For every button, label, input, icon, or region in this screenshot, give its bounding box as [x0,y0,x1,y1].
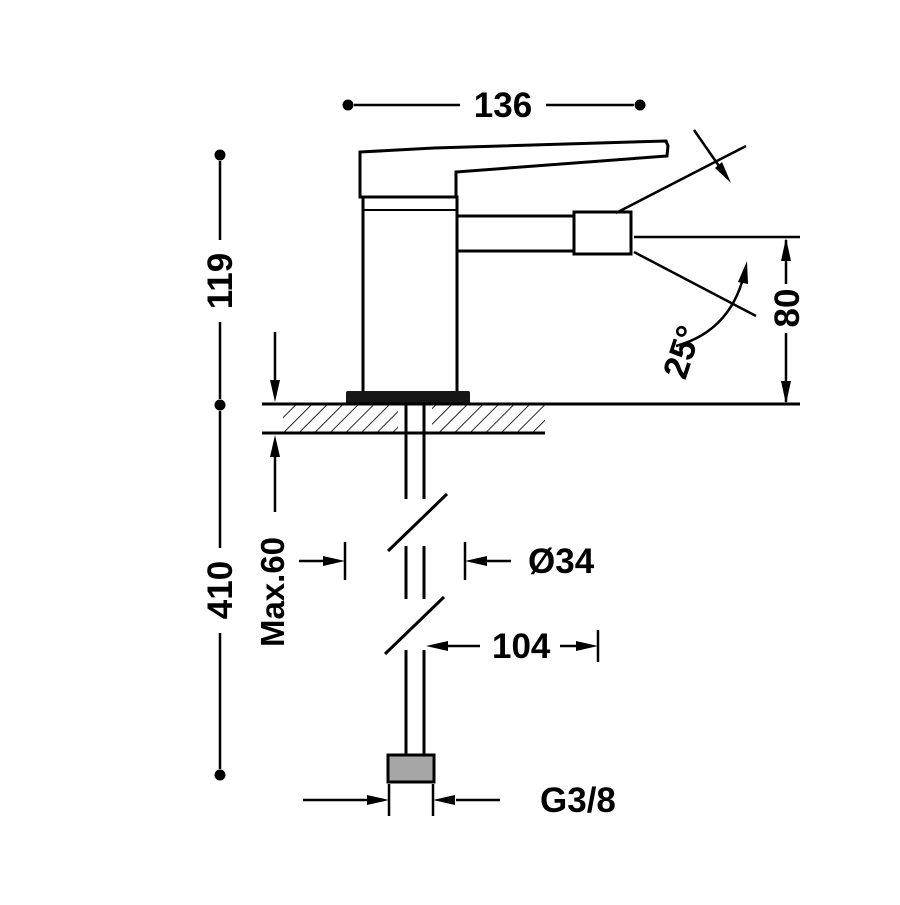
angle-slant-line [633,250,757,318]
dim-spout-height: 80 [634,235,807,404]
arrowhead-left [433,795,455,805]
pipe-break-slash [386,492,449,553]
dim-label-diameter: Ø34 [528,542,595,581]
pipe-break-slash [383,595,446,656]
arrowhead-right [323,556,345,566]
arrowhead-down [270,380,280,402]
lever-motion-arrowhead [715,162,731,183]
dim-thread: G3/8 [303,781,616,820]
spout-aerator [572,210,633,256]
arrowhead-up [270,435,280,457]
lever-motion-line [615,144,747,215]
thread-fitting [386,753,436,784]
dim-endpoint-dot [634,99,646,111]
arrowhead-left [465,556,487,566]
lever-motion-indicator [615,129,747,215]
arrowhead-down [781,381,791,404]
dim-max-thickness: Max.60 [254,332,291,647]
dim-label-spout-height: 80 [768,289,807,328]
arrowhead-left [426,641,448,651]
dim-projection: 104 [426,627,600,666]
lever-motion-arrow-shaft [692,129,721,167]
dim-endpoint-dot [214,399,226,411]
dim-label-thread: G3/8 [540,781,616,820]
dim-endpoint-dot [214,769,226,781]
dim-label-max-thickness: Max.60 [254,537,291,647]
lever-handle [358,139,670,199]
dim-label-upper-height: 119 [201,253,240,309]
dim-upper-height: 119 [201,149,240,411]
deck-hatch-right [432,405,545,432]
arrowhead-right [576,641,598,651]
faucet-body [361,195,459,396]
countertop [262,402,800,435]
dim-spout-angle: 25° [633,250,757,383]
dim-total-height: 410 [201,411,240,781]
dim-endpoint-dot [342,99,354,111]
faucet [346,139,670,404]
deck-hatch-left [283,405,398,432]
arrowhead-up [781,238,791,261]
dim-endpoint-dot [214,149,226,161]
dim-label-projection: 104 [492,627,551,666]
supply-pipe [383,404,449,784]
arrowhead-right [367,795,389,805]
base-plate [346,391,470,404]
angle-arrowhead [738,261,748,284]
dim-shank-diameter: Ø34 [299,542,595,581]
dim-label-top-width: 136 [474,86,532,125]
dim-label-total-height: 410 [201,561,240,619]
dim-top-width: 136 [342,86,646,125]
dim-label-spout-angle: 25° [656,321,709,383]
